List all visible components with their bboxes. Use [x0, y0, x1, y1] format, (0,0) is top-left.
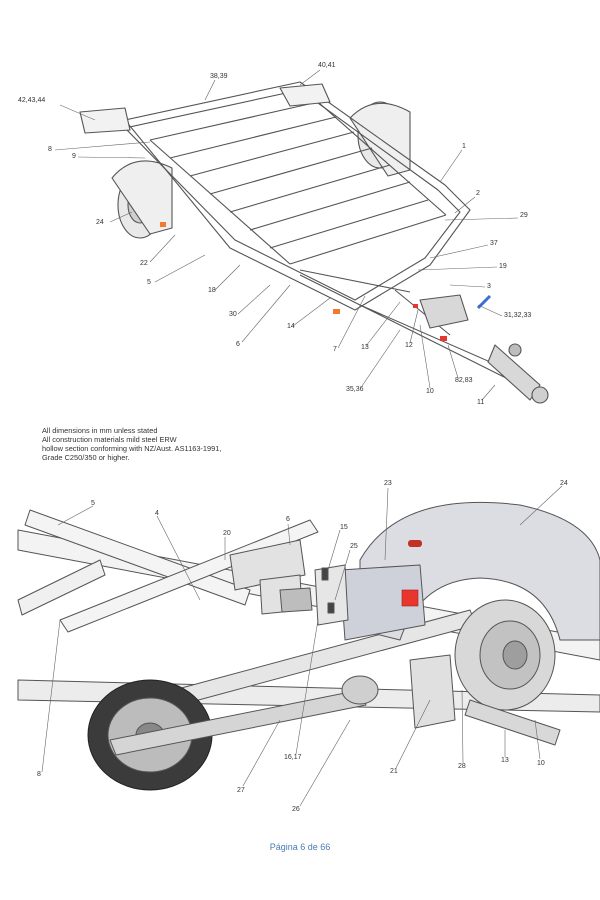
callout-29: 29: [520, 212, 528, 219]
callout-b-26: 26: [292, 806, 300, 813]
callout-10: 10: [426, 388, 434, 395]
callout-19: 19: [499, 263, 507, 270]
callout-31-32-33: 31,32,33: [504, 312, 532, 319]
callout-b-16-17: 16,17: [284, 754, 302, 761]
callout-b-13: 13: [501, 757, 509, 764]
callout-22: 22: [140, 260, 148, 267]
callout-2: 2: [476, 190, 480, 197]
callout-9: 9: [72, 153, 76, 160]
callout-b-6: 6: [286, 516, 290, 523]
callout-b-4: 4: [155, 510, 159, 517]
callout-b-5: 5: [91, 500, 95, 507]
callout-38-39: 38,39: [210, 73, 228, 80]
callout-3: 3: [487, 283, 491, 290]
note-line: All construction materials mild steel ER…: [42, 435, 177, 444]
note-line: hollow section conforming with NZ/Aust. …: [42, 444, 222, 453]
callout-14: 14: [287, 323, 295, 330]
note-line: All dimensions in mm unless stated: [42, 426, 158, 435]
callout-b-25: 25: [350, 543, 358, 550]
callout-30: 30: [229, 311, 237, 318]
callout-5: 5: [147, 279, 151, 286]
callout-b-21: 21: [390, 768, 398, 775]
callout-37: 37: [490, 240, 498, 247]
callout-b-20: 20: [223, 530, 231, 537]
callout-6: 6: [236, 341, 240, 348]
note-line: Grade C250/350 or higher.: [42, 453, 130, 462]
callout-42-43-44: 42,43,44: [18, 97, 46, 104]
callout-35-36: 35,36: [346, 386, 364, 393]
callout-b-23: 23: [384, 480, 392, 487]
callout-40-41: 40,41: [318, 62, 336, 69]
callout-b-27: 27: [237, 787, 245, 794]
callout-b-15: 15: [340, 524, 348, 531]
construction-notes: All dimensions in mm unless stated All c…: [42, 426, 322, 462]
callout-8: 8: [48, 146, 52, 153]
callout-1: 1: [462, 143, 466, 150]
callout-24: 24: [96, 219, 104, 226]
callout-b-8: 8: [37, 771, 41, 778]
callout-b-10: 10: [537, 760, 545, 767]
trailer-frame-drawing: [54, 69, 549, 404]
callout-b-28: 28: [458, 763, 466, 770]
page-number: Página 6 de 66: [269, 842, 331, 852]
callout-13: 13: [361, 344, 369, 351]
callout-18: 18: [208, 287, 216, 294]
callout-11: 11: [477, 399, 485, 406]
callout-7: 7: [333, 346, 337, 353]
callout-b-24: 24: [560, 480, 568, 487]
callout-82-83: 82,83: [455, 377, 473, 384]
callout-12: 12: [405, 342, 413, 349]
